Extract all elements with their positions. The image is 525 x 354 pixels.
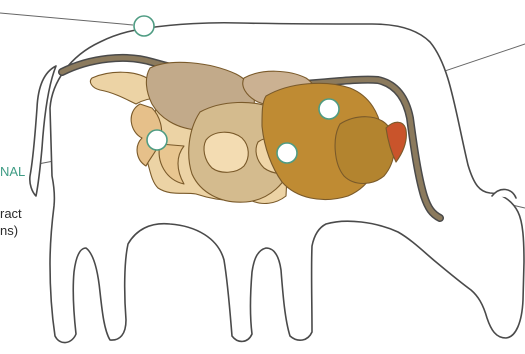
reticulum-marker[interactable] [277,143,297,163]
leader-line-top [0,13,133,25]
tract-label-line2: ns) [0,223,18,239]
top-marker[interactable] [134,16,154,36]
abomasum [335,117,394,184]
tract-label-line1: ract [0,206,22,222]
intestine-marker[interactable] [147,130,167,150]
rumen-marker[interactable] [319,99,339,119]
small-intestine [204,132,248,172]
intestinal-label: NAL [0,164,25,180]
